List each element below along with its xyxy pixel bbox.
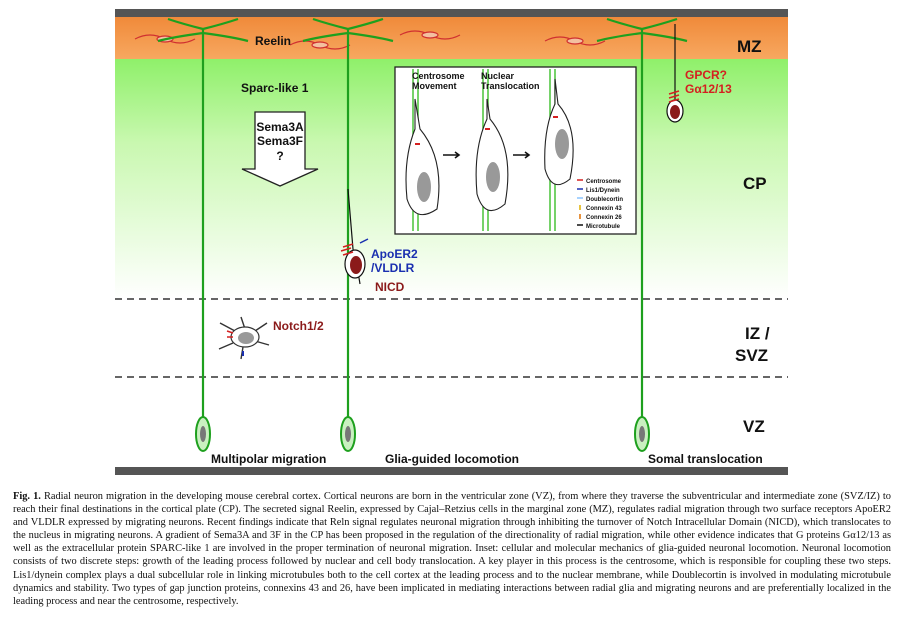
inset-title-centrosome-2: Movement [412,81,457,91]
gpcr-label: GPCR? [685,68,727,82]
multipolar-neuron [218,316,270,360]
figure-caption: Fig. 1. Radial neuron migration in the d… [13,490,891,608]
sparc-label: Sparc-like 1 [241,81,309,95]
legend-item: Centrosome [586,179,622,185]
cajal-retzius-cells [134,30,606,50]
sema-gradient-arrow [241,111,319,187]
caption-text: Radial neuron migration in the developin… [13,491,891,607]
mode-label-glia: Glia-guided locomotion [385,452,519,466]
galpha-label: Gα12/13 [685,82,732,96]
zone-label-cp: CP [743,174,767,193]
apoer2-label: ApoER2 [371,247,418,261]
sema3f-label: Sema3F [257,134,303,148]
mode-label-somal: Somal translocation [648,452,763,466]
legend-item: Doublecortin [586,197,623,203]
bottom-border [115,467,788,475]
nicd-label: NICD [375,280,405,294]
zone-label-svz: SVZ [735,346,768,365]
inset-title-centrosome-1: Centrosome [412,71,465,81]
radial-glia-fibers [157,17,688,449]
reelin-label: Reelin [255,34,291,48]
sema3a-label: Sema3A [256,120,304,134]
notch-label: Notch1/2 [273,319,324,333]
caption-label: Fig. 1. [13,491,41,502]
lower-zone-bg [115,299,788,467]
inset-panel [394,66,637,235]
zone-label-mz: MZ [737,37,762,56]
glia-guided-neuron [340,188,369,285]
figure-panel: MZ CP IZ / SVZ VZ Reelin Sparc-like 1 Se… [115,9,788,475]
legend-item: Microtubule [586,224,621,230]
sema-question-label: ? [276,149,283,163]
inset-title-nuclear-2: Translocation [481,81,540,91]
top-border-band [115,9,788,17]
vldlr-label: /VLDLR [371,261,415,275]
somal-translocation-neuron [666,24,684,123]
zone-label-vz: VZ [743,417,765,436]
zone-label-iz: IZ / [745,324,770,343]
mode-label-multipolar: Multipolar migration [211,452,326,466]
legend-item: Connexin 26 [586,215,622,221]
legend-item: Connexin 43 [586,206,622,212]
inset-title-nuclear-1: Nuclear [481,71,515,81]
legend-item: Lis1/Dynein [586,188,620,194]
